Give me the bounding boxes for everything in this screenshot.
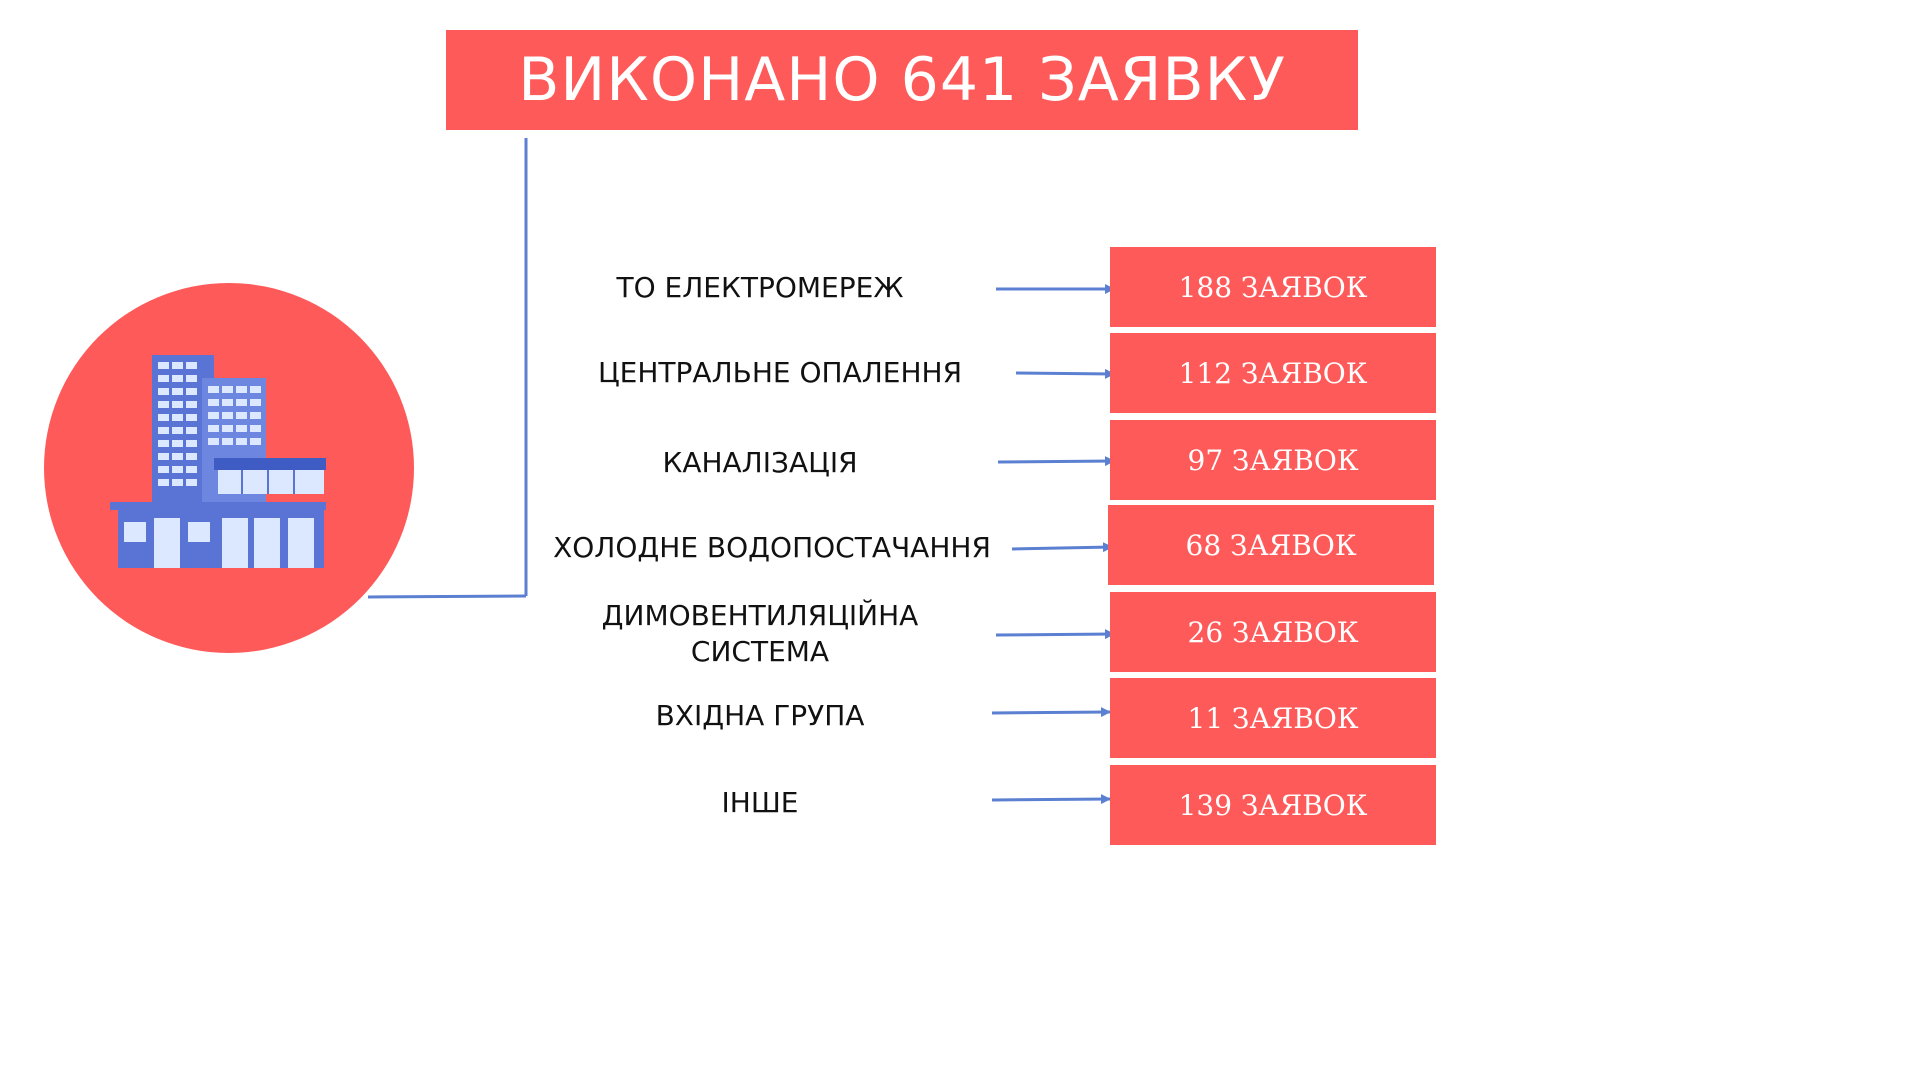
category-label: ДИМОВЕНТИЛЯЦІЙНА СИСТЕМА — [560, 598, 960, 670]
count-box: 68 ЗАЯВОК — [1108, 505, 1434, 585]
category-label: ВХІДНА ГРУПА — [655, 699, 865, 732]
category-label: ТО ЕЛЕКТРОМЕРЕЖ — [616, 271, 904, 304]
count-box: 11 ЗАЯВОК — [1110, 678, 1436, 758]
trunk-to-circle-line — [367, 594, 527, 599]
count-box: 112 ЗАЯВОК — [1110, 333, 1436, 413]
category-label-line: СИСТЕМА — [690, 635, 830, 668]
arrow-2 — [1015, 368, 1115, 379]
category-label-line: ДИМОВЕНТИЛЯЦІЙНА — [601, 599, 919, 632]
count-label: 139 ЗАЯВОК — [1178, 788, 1368, 822]
count-box: 97 ЗАЯВОК — [1110, 420, 1436, 500]
arrow-6 — [991, 707, 1111, 718]
arrow-5 — [995, 629, 1115, 640]
count-box: 139 ЗАЯВОК — [1110, 765, 1436, 845]
category-label: ЦЕНТРАЛЬНЕ ОПАЛЕННЯ — [597, 356, 963, 389]
category-label: КАНАЛІЗАЦІЯ — [662, 446, 858, 479]
category-label: ХОЛОДНЕ ВОДОПОСТАЧАННЯ — [553, 531, 991, 564]
arrow-7 — [991, 794, 1111, 805]
count-box: 26 ЗАЯВОК — [1110, 592, 1436, 672]
count-label: 112 ЗАЯВОК — [1178, 356, 1368, 390]
count-label: 68 ЗАЯВОК — [1185, 528, 1357, 562]
count-box: 188 ЗАЯВОК — [1110, 247, 1436, 327]
count-label: 26 ЗАЯВОК — [1187, 615, 1359, 649]
count-label: 11 ЗАЯВОК — [1187, 701, 1359, 735]
category-label: ІНШЕ — [721, 786, 799, 819]
count-label: 97 ЗАЯВОК — [1187, 443, 1359, 477]
count-label: 188 ЗАЯВОК — [1178, 270, 1368, 304]
page-title: ВИКОНАНО 641 ЗАЯВКУ — [518, 45, 1286, 115]
arrow-4 — [1011, 542, 1113, 553]
title-banner: ВИКОНАНО 641 ЗАЯВКУ — [446, 30, 1358, 130]
arrow-3 — [997, 456, 1115, 467]
office-building-icon — [110, 355, 326, 568]
